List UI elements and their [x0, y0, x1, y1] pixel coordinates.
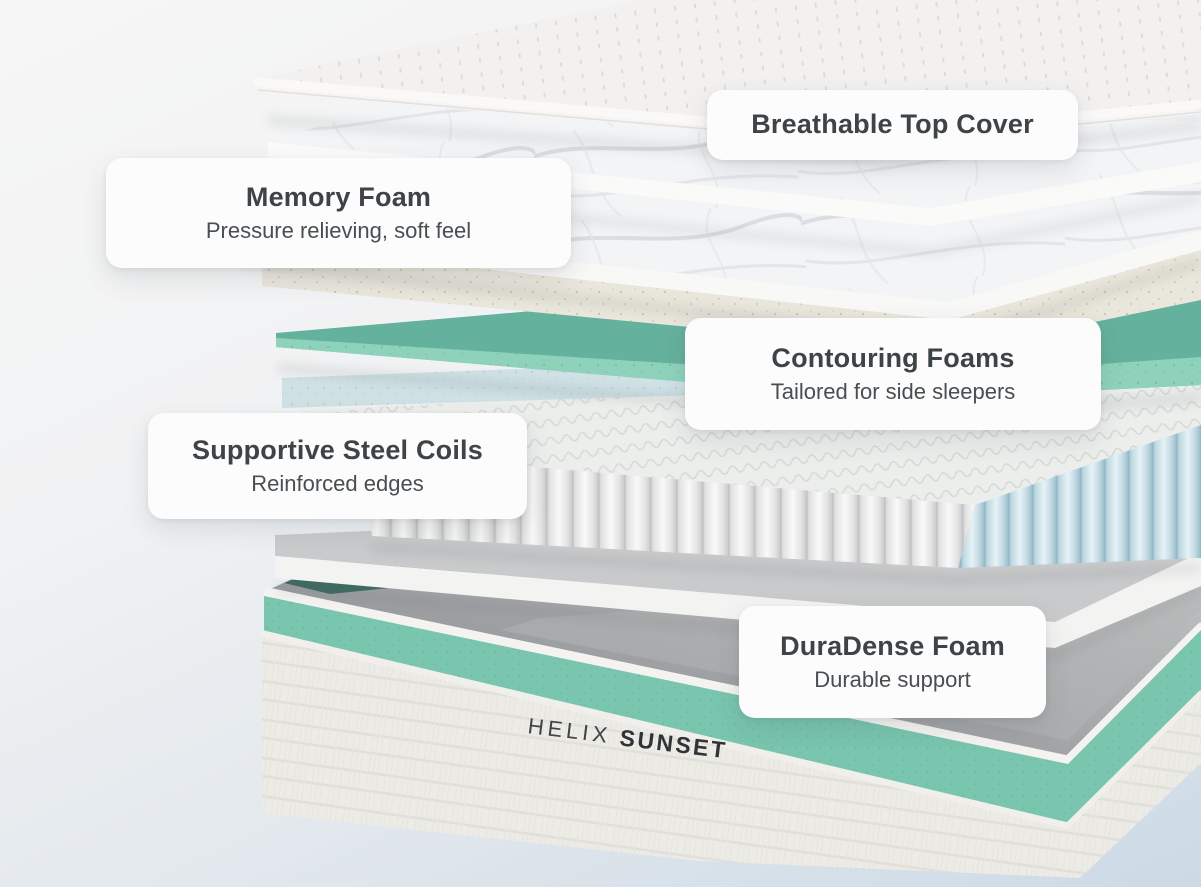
brand-model: SUNSET	[618, 723, 730, 763]
callout-title: Breathable Top Cover	[751, 109, 1034, 140]
callout-breathable-top-cover: Breathable Top Cover	[707, 90, 1078, 160]
callout-subtitle: Reinforced edges	[251, 471, 424, 497]
callout-subtitle: Pressure relieving, soft feel	[205, 218, 472, 244]
callout-title: Memory Foam	[245, 182, 432, 213]
callout-subtitle: Tailored for side sleepers	[770, 379, 1016, 405]
base-teal-band	[264, 596, 1201, 824]
base-fabric-side	[262, 637, 1201, 878]
callout-contouring-foams: Contouring Foams Tailored for side sleep…	[685, 318, 1101, 430]
callout-duradense-foam: DuraDense Foam Durable support	[739, 606, 1046, 718]
callout-supportive-steel-coils: Supportive Steel Coils Reinforced edges	[148, 413, 527, 519]
callout-subtitle: Durable support	[814, 667, 971, 693]
callout-title: DuraDense Foam	[780, 631, 1005, 662]
callout-title: Supportive Steel Coils	[192, 435, 483, 466]
callout-title: Contouring Foams	[771, 343, 1015, 374]
blue-edge-coils	[958, 425, 1201, 568]
brand-name: HELIX	[526, 713, 613, 749]
callout-memory-foam: Memory Foam Pressure relieving, soft fee…	[106, 158, 571, 268]
